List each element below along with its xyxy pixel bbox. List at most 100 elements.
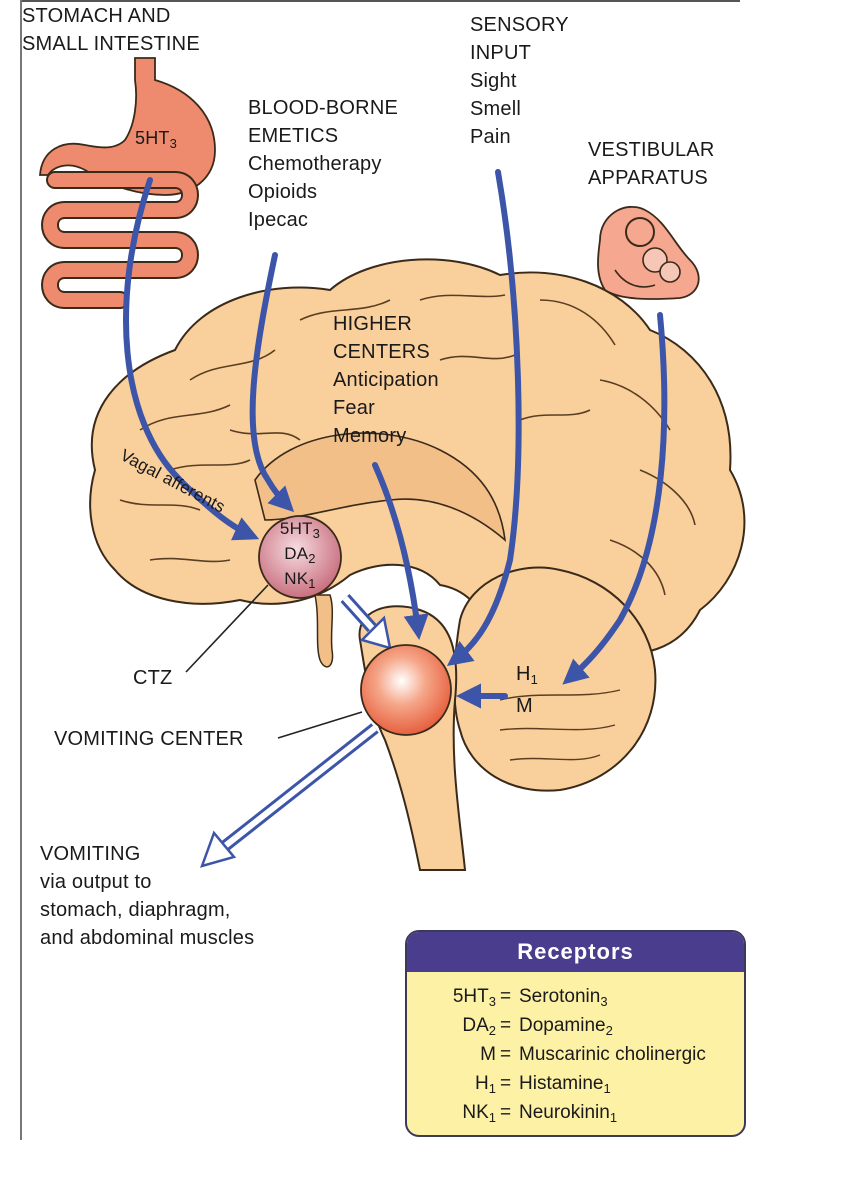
ctz-leader-line (185, 584, 269, 673)
h1-label: H1 (516, 660, 538, 688)
corpus-callosum (254, 432, 507, 542)
ctz-receptor-3-base: NK (284, 569, 309, 588)
legend-row: DA2 = Dopamine2 (407, 1011, 744, 1040)
legend-abbr: DA2 (462, 1011, 496, 1040)
stomach-receptor-label: 5HT3 (135, 124, 177, 152)
legend-full-base: Dopamine (519, 1015, 606, 1036)
receptors-legend: Receptors 5HT3 = Serotonin3 DA2 = Dopami… (405, 930, 746, 1137)
legend-row: 5HT3 = Serotonin3 (407, 982, 744, 1011)
vomiting-output-label: VOMITING via output to stomach, diaphrag… (40, 840, 254, 952)
legend-abbr-sub: 1 (488, 1081, 496, 1096)
higher-centers-line-3: Anticipation (333, 369, 439, 391)
legend-abbr-sub: 2 (488, 1023, 496, 1038)
ctz-receptor-5ht3: 5HT3 (268, 516, 332, 541)
legend-abbr-sub: 3 (488, 994, 496, 1009)
vomiting-output-arrow (199, 723, 379, 868)
stomach-label-line-1: STOMACH AND (22, 5, 171, 27)
vomiting-center-circle (360, 644, 452, 736)
blood-borne-line-5: Ipecac (248, 209, 309, 231)
sensory-line-1: SENSORY (470, 14, 569, 36)
legend-abbr: H1 (475, 1069, 496, 1098)
vestibular-apparatus-label: VESTIBULAR APPARATUS (588, 136, 714, 192)
ctz-to-vc-arrow (340, 593, 392, 650)
ctz-receptor-2-base: DA (284, 544, 309, 563)
vagal-afferent-arrow (123, 177, 260, 541)
ctz-receptor-nk1: NK1 (268, 566, 332, 591)
ctz-circle (258, 515, 342, 599)
legend-row: M = Muscarinic cholinergic (407, 1040, 744, 1069)
stomach-receptor-base: 5HT (135, 128, 170, 148)
vomiting-line-1: VOMITING (40, 843, 141, 865)
legend-equals: = (500, 1015, 512, 1036)
ctz-receptor-2-sub: 2 (308, 551, 316, 566)
blood-borne-emetics-label: BLOOD-BORNE EMETICS Chemotherapy Opioids… (248, 94, 398, 234)
h1-m-label: H1 M (516, 660, 538, 720)
legend-full-base: Serotonin (519, 986, 601, 1007)
legend-equals: = (500, 1102, 512, 1123)
blood-borne-arrow (249, 252, 295, 513)
sensory-line-4: Smell (470, 98, 522, 120)
higher-centers-line-2: CENTERS (333, 341, 430, 363)
legend-full: Muscarinic cholinergic (519, 1040, 706, 1069)
pituitary (314, 594, 334, 668)
cerebellum-folia (499, 689, 621, 761)
higher-centers-arrow (372, 462, 429, 641)
legend-full-sub: 1 (609, 1110, 618, 1125)
legend-equals: = (500, 1044, 512, 1065)
legend-full: Neurokinin1 (519, 1098, 617, 1127)
pathway-arrows (123, 169, 668, 709)
vomiting-center-leader-line (277, 711, 363, 739)
legend-full-sub: 2 (605, 1023, 613, 1038)
m-label: M (516, 692, 538, 720)
legend-full-sub: 1 (603, 1081, 611, 1096)
legend-full: Histamine1 (519, 1069, 611, 1098)
stomach-label: STOMACH AND SMALL INTESTINE (22, 2, 200, 58)
ctz-receptors-label: 5HT3 DA2 NK1 (268, 516, 332, 591)
ctz-receptor-da2: DA2 (268, 541, 332, 566)
legend-abbr: NK1 (462, 1098, 496, 1127)
sensory-line-3: Sight (470, 70, 517, 92)
legend-full-base: Histamine (519, 1073, 604, 1094)
legend-abbr-base: H (475, 1073, 489, 1094)
higher-centers-line-4: Fear (333, 397, 375, 419)
sensory-input-arrow (446, 169, 522, 667)
h1-base: H (516, 663, 531, 685)
vomiting-line-3: stomach, diaphragm, (40, 899, 231, 921)
legend-full-base: Neurokinin (519, 1102, 610, 1123)
ctz-label: CTZ (133, 667, 173, 689)
stomach-label-line-2: SMALL INTESTINE (22, 33, 200, 55)
vestibular-line-2: APPARATUS (588, 167, 708, 189)
m-base: M (516, 695, 533, 717)
sensory-input-label: SENSORY INPUT Sight Smell Pain (470, 11, 569, 151)
legend-equals: = (500, 986, 512, 1007)
legend-full: Dopamine2 (519, 1011, 613, 1040)
frame-left-border (20, 0, 22, 1140)
frame-top-border (20, 0, 740, 2)
vomiting-line-4: and abdominal muscles (40, 927, 255, 949)
legend-full-base: Muscarinic cholinergic (519, 1044, 706, 1065)
blood-borne-line-3: Chemotherapy (248, 153, 382, 175)
legend-equals: = (500, 1073, 512, 1094)
sensory-line-5: Pain (470, 126, 511, 148)
ctz-receptor-1-sub: 3 (312, 526, 321, 541)
blood-borne-line-1: BLOOD-BORNE (248, 97, 399, 119)
legend-row: H1 = Histamine1 (407, 1069, 744, 1098)
legend-full: Serotonin3 (519, 982, 608, 1011)
vestibular-arrow (562, 312, 668, 685)
blood-borne-line-2: EMETICS (248, 125, 339, 147)
legend-abbr-base: DA (462, 1015, 489, 1036)
blood-borne-line-4: Opioids (248, 181, 318, 203)
cerebellum (453, 566, 657, 792)
legend-abbr: 5HT3 (453, 982, 496, 1011)
ctz-receptor-1-base: 5HT (279, 519, 313, 538)
brain-gyri (119, 294, 696, 596)
vestibular-apparatus-illustration (597, 205, 700, 300)
vestibular-line-1: VESTIBULAR (588, 139, 715, 161)
ctz-receptor-3-sub: 1 (308, 576, 316, 591)
higher-centers-line-1: HIGHER (333, 313, 412, 335)
legend-rows: 5HT3 = Serotonin3 DA2 = Dopamine2 M = Mu… (407, 972, 744, 1127)
legend-abbr-base: NK (462, 1102, 489, 1123)
vomiting-line-2: via output to (40, 871, 152, 893)
